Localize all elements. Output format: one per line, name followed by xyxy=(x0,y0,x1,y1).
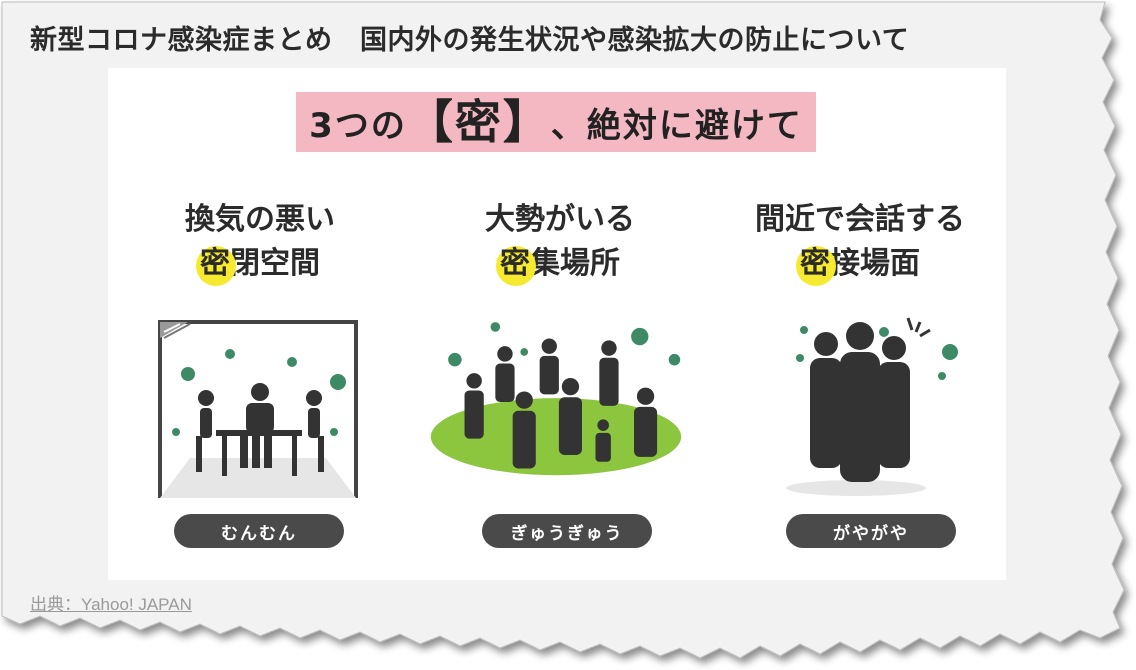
item-line1: 換気の悪い xyxy=(185,202,335,237)
item-close-contact: 間近で会話する 密接場面 xyxy=(730,198,990,286)
item-crowded-place: 大勢がいる 密集場所 xyxy=(430,198,690,286)
item-line2: 密集場所 xyxy=(430,242,690,286)
highlight-char: 密 xyxy=(796,242,836,286)
label-pill: むんむん xyxy=(174,514,344,548)
headline-bracket-open: 【 xyxy=(406,95,455,149)
page-title: 新型コロナ感染症まとめ 国内外の発生状況や感染拡大の防止について xyxy=(30,25,910,56)
highlight-char: 密 xyxy=(196,242,236,286)
headline-key-char: 密 xyxy=(454,95,503,149)
crowd-on-grass-icon xyxy=(430,322,682,476)
closed-room-meeting-icon xyxy=(158,320,358,498)
item-line2-rest: 閉空間 xyxy=(230,246,320,281)
label-pill: がやがや xyxy=(786,514,956,548)
item-line2: 密接場面 xyxy=(730,242,990,286)
item-line2-rest: 接場面 xyxy=(830,246,920,281)
item-line2: 密閉空間 xyxy=(130,242,390,286)
item-line2-rest: 集場所 xyxy=(530,246,620,281)
headline-suffix: 、絶対に避けて xyxy=(550,105,803,146)
headline-prefix: 3つの xyxy=(309,105,407,146)
source-link[interactable]: 出典：Yahoo! JAPAN xyxy=(30,595,192,614)
item-closed-space: 換気の悪い 密閉空間 xyxy=(130,198,390,286)
infographic-card: 3つの 【 密 】 、絶対に避けて 換気の悪い 密閉空間 xyxy=(108,68,1006,580)
close-conversation-icon xyxy=(786,317,958,496)
headline-banner: 3つの 【 密 】 、絶対に避けて xyxy=(296,92,816,152)
item-line1: 大勢がいる xyxy=(485,202,635,237)
highlight-char: 密 xyxy=(496,242,536,286)
label-pill: ぎゅうぎゅう xyxy=(482,514,652,548)
item-line1: 間近で会話する xyxy=(755,202,965,237)
headline-bracket-close: 】 xyxy=(502,95,551,149)
